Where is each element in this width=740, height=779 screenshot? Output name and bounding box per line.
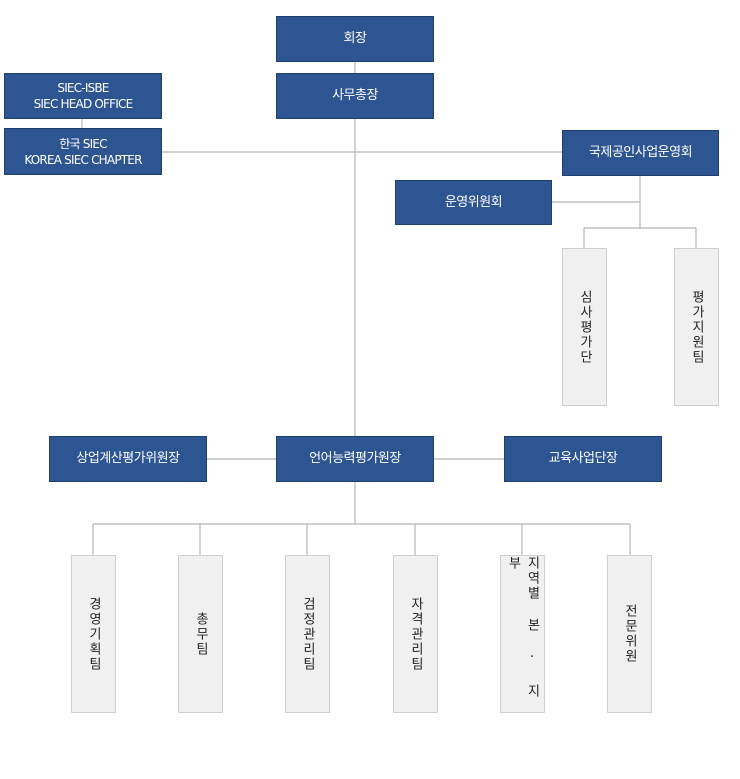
intl-team-2-label: 평가지원팀 bbox=[689, 289, 704, 365]
team-4: 자격관리팀 bbox=[393, 555, 438, 713]
team-1: 경영기획팀 bbox=[71, 555, 116, 713]
education-business-box: 교육사업단장 bbox=[504, 436, 662, 482]
intl-team-1: 심사평가단 bbox=[562, 248, 607, 406]
intl-council-box: 국제공인사업운영회 bbox=[562, 130, 719, 176]
team-2-label: 총무팀 bbox=[193, 611, 208, 657]
team-5-label: 지역별 본 · 지부 bbox=[505, 556, 540, 699]
team-6: 전문위원 bbox=[607, 555, 652, 713]
team-3: 검정관리팀 bbox=[285, 555, 330, 713]
team-4-label: 자격관리팀 bbox=[408, 596, 423, 672]
team-3-label: 검정관리팀 bbox=[300, 596, 315, 672]
intl-team-2: 평가지원팀 bbox=[674, 248, 719, 406]
operating-committee-box: 운영위원회 bbox=[395, 180, 552, 225]
intl-team-1-label: 심사평가단 bbox=[577, 289, 592, 365]
korea-siec-box: 한국 SIEC KOREA SIEC CHAPTER bbox=[4, 128, 162, 175]
team-5: 지역별 본 · 지부 bbox=[500, 555, 545, 713]
team-6-label: 전문위원 bbox=[622, 604, 637, 664]
team-1-label: 경영기획팀 bbox=[86, 596, 101, 672]
team-2: 총무팀 bbox=[178, 555, 223, 713]
siec-head-office-box: SIEC-ISBE SIEC HEAD OFFICE bbox=[4, 73, 162, 119]
commercial-accounting-box: 상업계산평가위원장 bbox=[49, 436, 207, 482]
secretary-general-box: 사무총장 bbox=[276, 73, 434, 119]
language-ability-box: 언어능력평가원장 bbox=[276, 436, 434, 482]
chairman-box: 회장 bbox=[276, 16, 434, 62]
